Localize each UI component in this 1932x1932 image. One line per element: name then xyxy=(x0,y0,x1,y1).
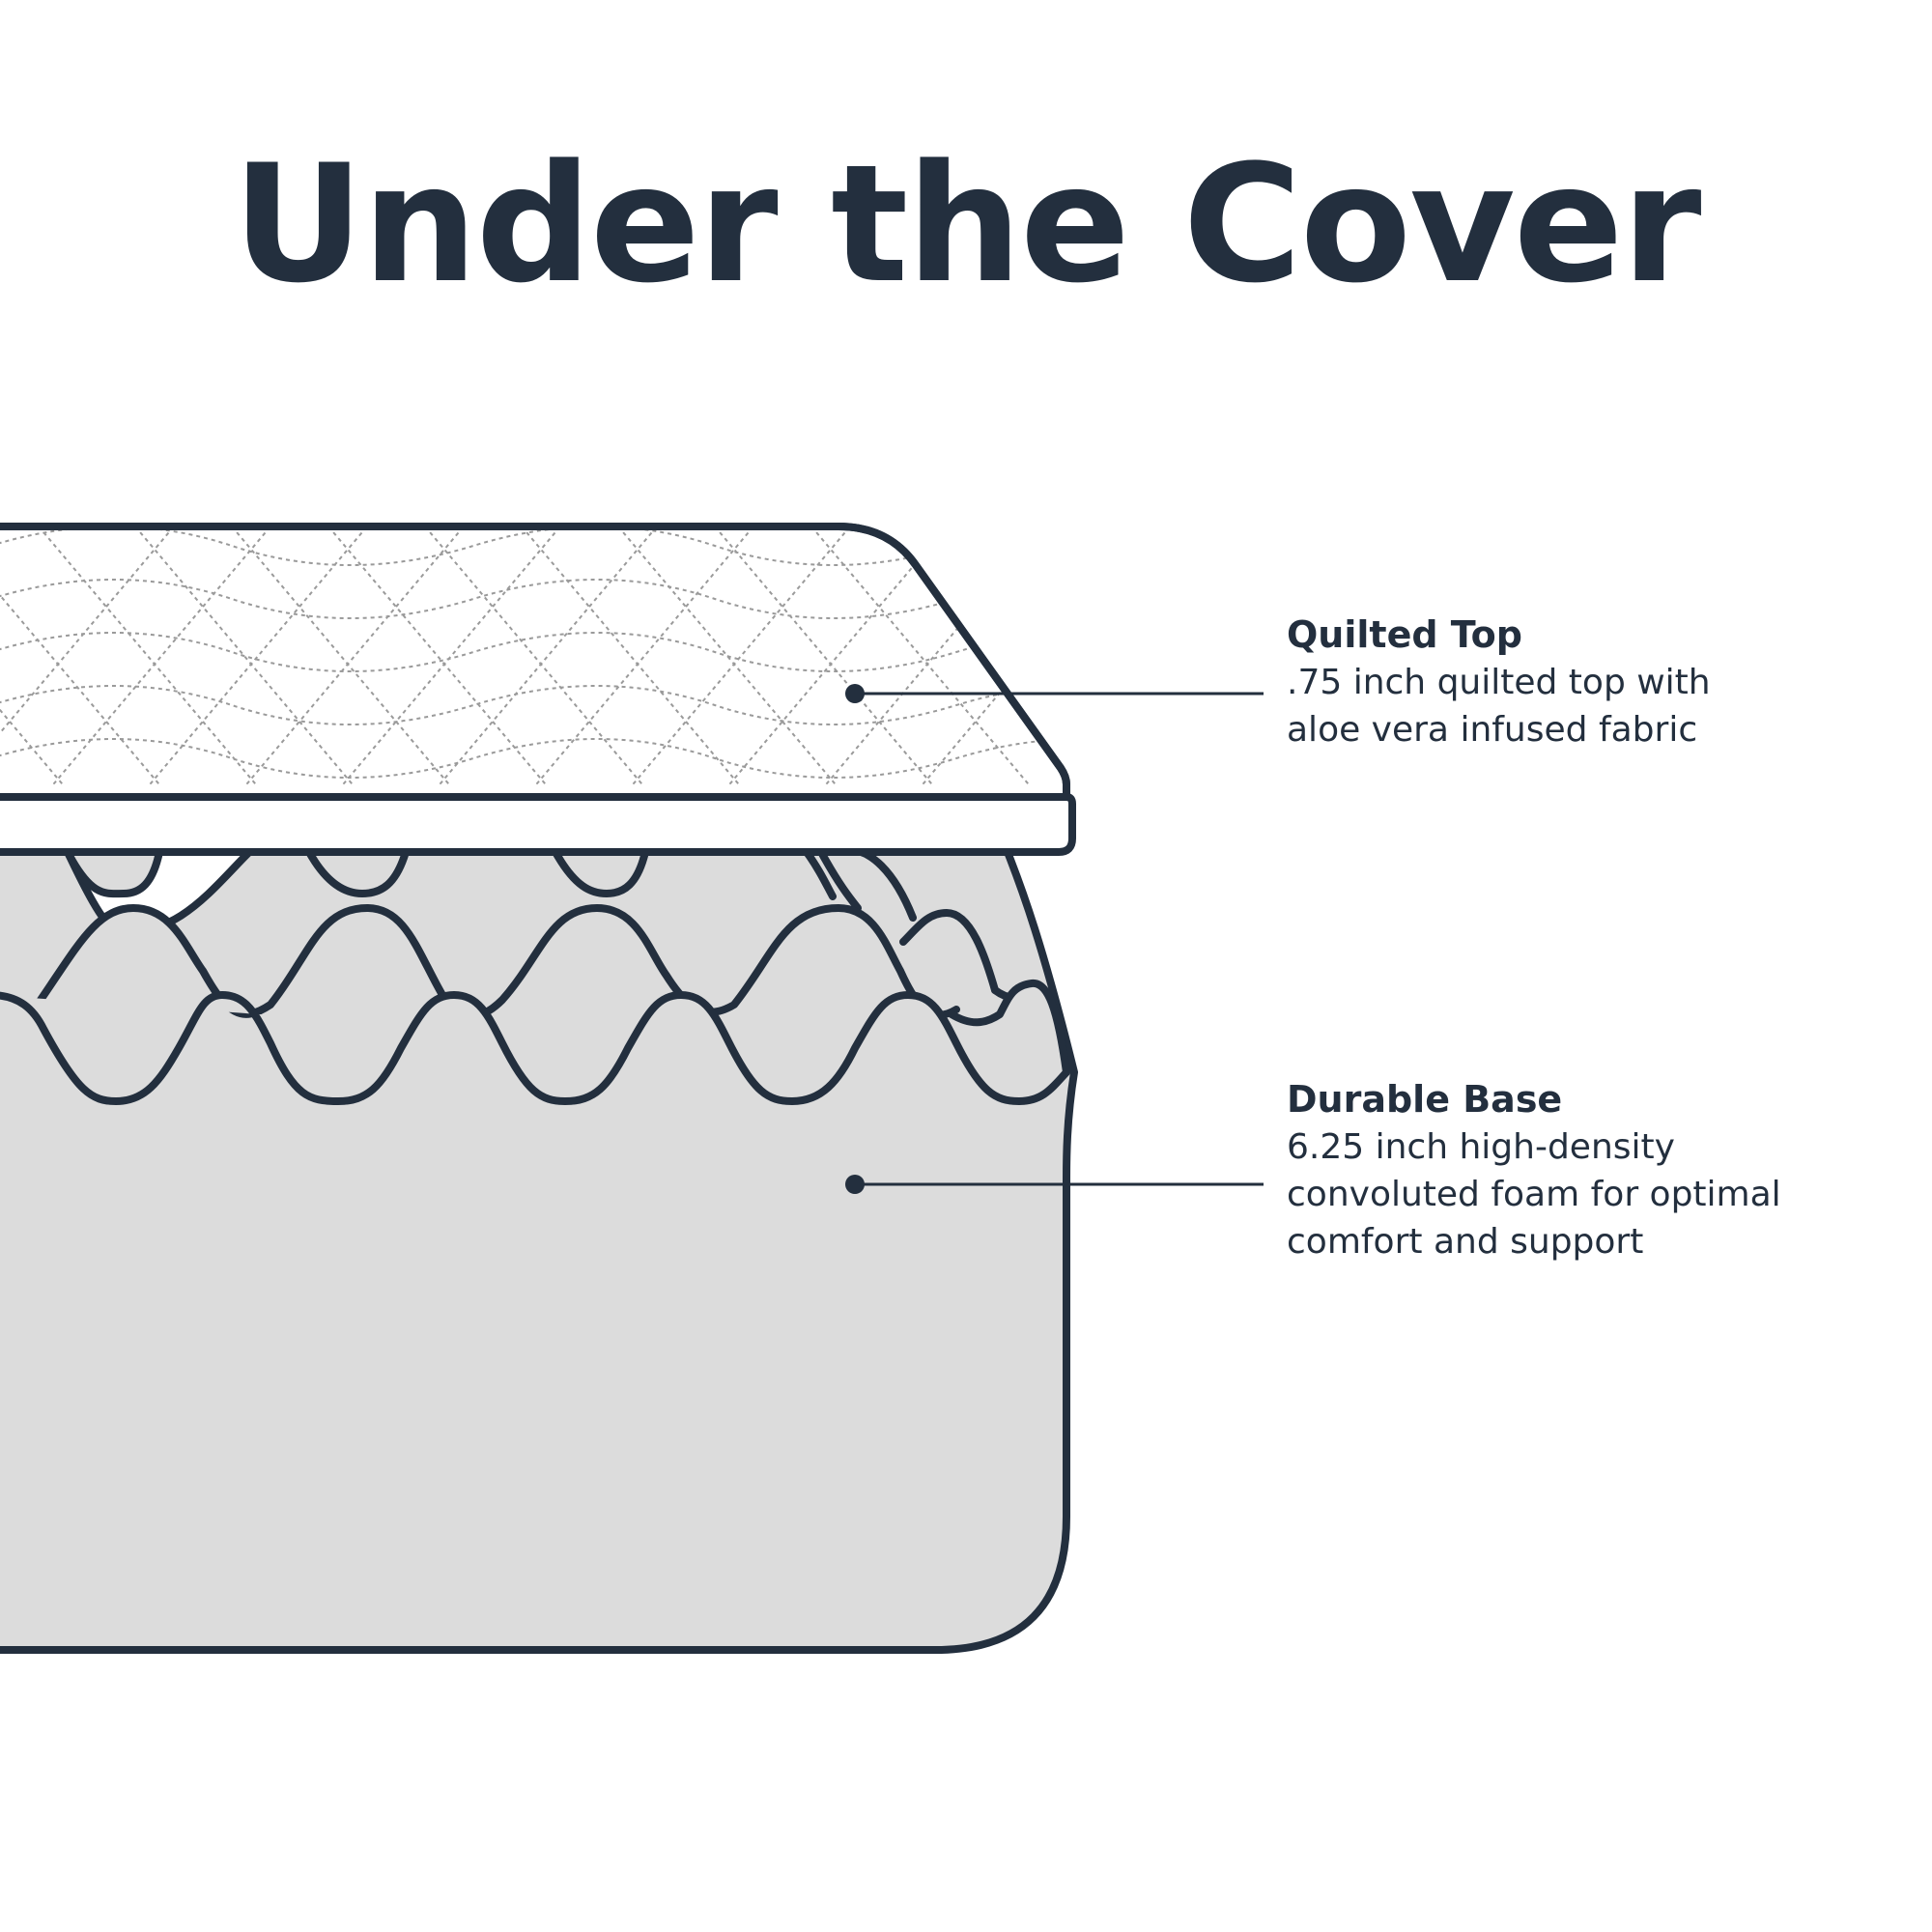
quilted-top-description-line: .75 inch quilted top with xyxy=(1287,663,1711,702)
durable-base-heading: Durable Base xyxy=(1287,1078,1563,1121)
durable-base-layer xyxy=(0,846,1078,1654)
foam-wave-back xyxy=(64,848,862,912)
quilted-top-layer xyxy=(0,523,1076,856)
quilted-top-surface xyxy=(0,523,1070,801)
durable-base-description-line: convoluted foam for optimal xyxy=(1287,1175,1781,1214)
page-title: Under the Cover xyxy=(232,129,1702,319)
durable-base-description-line: 6.25 inch high-density xyxy=(1287,1127,1675,1167)
durable-base-callout: Durable Base 6.25 inch high-density conv… xyxy=(1287,1075,1886,1265)
quilted-top-callout: Quilted Top .75 inch quilted top with al… xyxy=(1287,611,1886,753)
durable-base-leader xyxy=(845,1175,1264,1194)
quilted-top-side xyxy=(0,793,1076,856)
quilted-top-heading: Quilted Top xyxy=(1287,613,1522,656)
quilted-top-description: .75 inch quilted top with aloe vera infu… xyxy=(1287,659,1886,753)
durable-base-description-line: comfort and support xyxy=(1287,1222,1644,1262)
durable-base-description: 6.25 inch high-density convoluted foam f… xyxy=(1287,1123,1886,1265)
quilted-top-leader xyxy=(845,684,1264,703)
quilted-top-description-line: aloe vera infused fabric xyxy=(1287,710,1698,750)
foam-side-bump xyxy=(948,979,1070,1076)
